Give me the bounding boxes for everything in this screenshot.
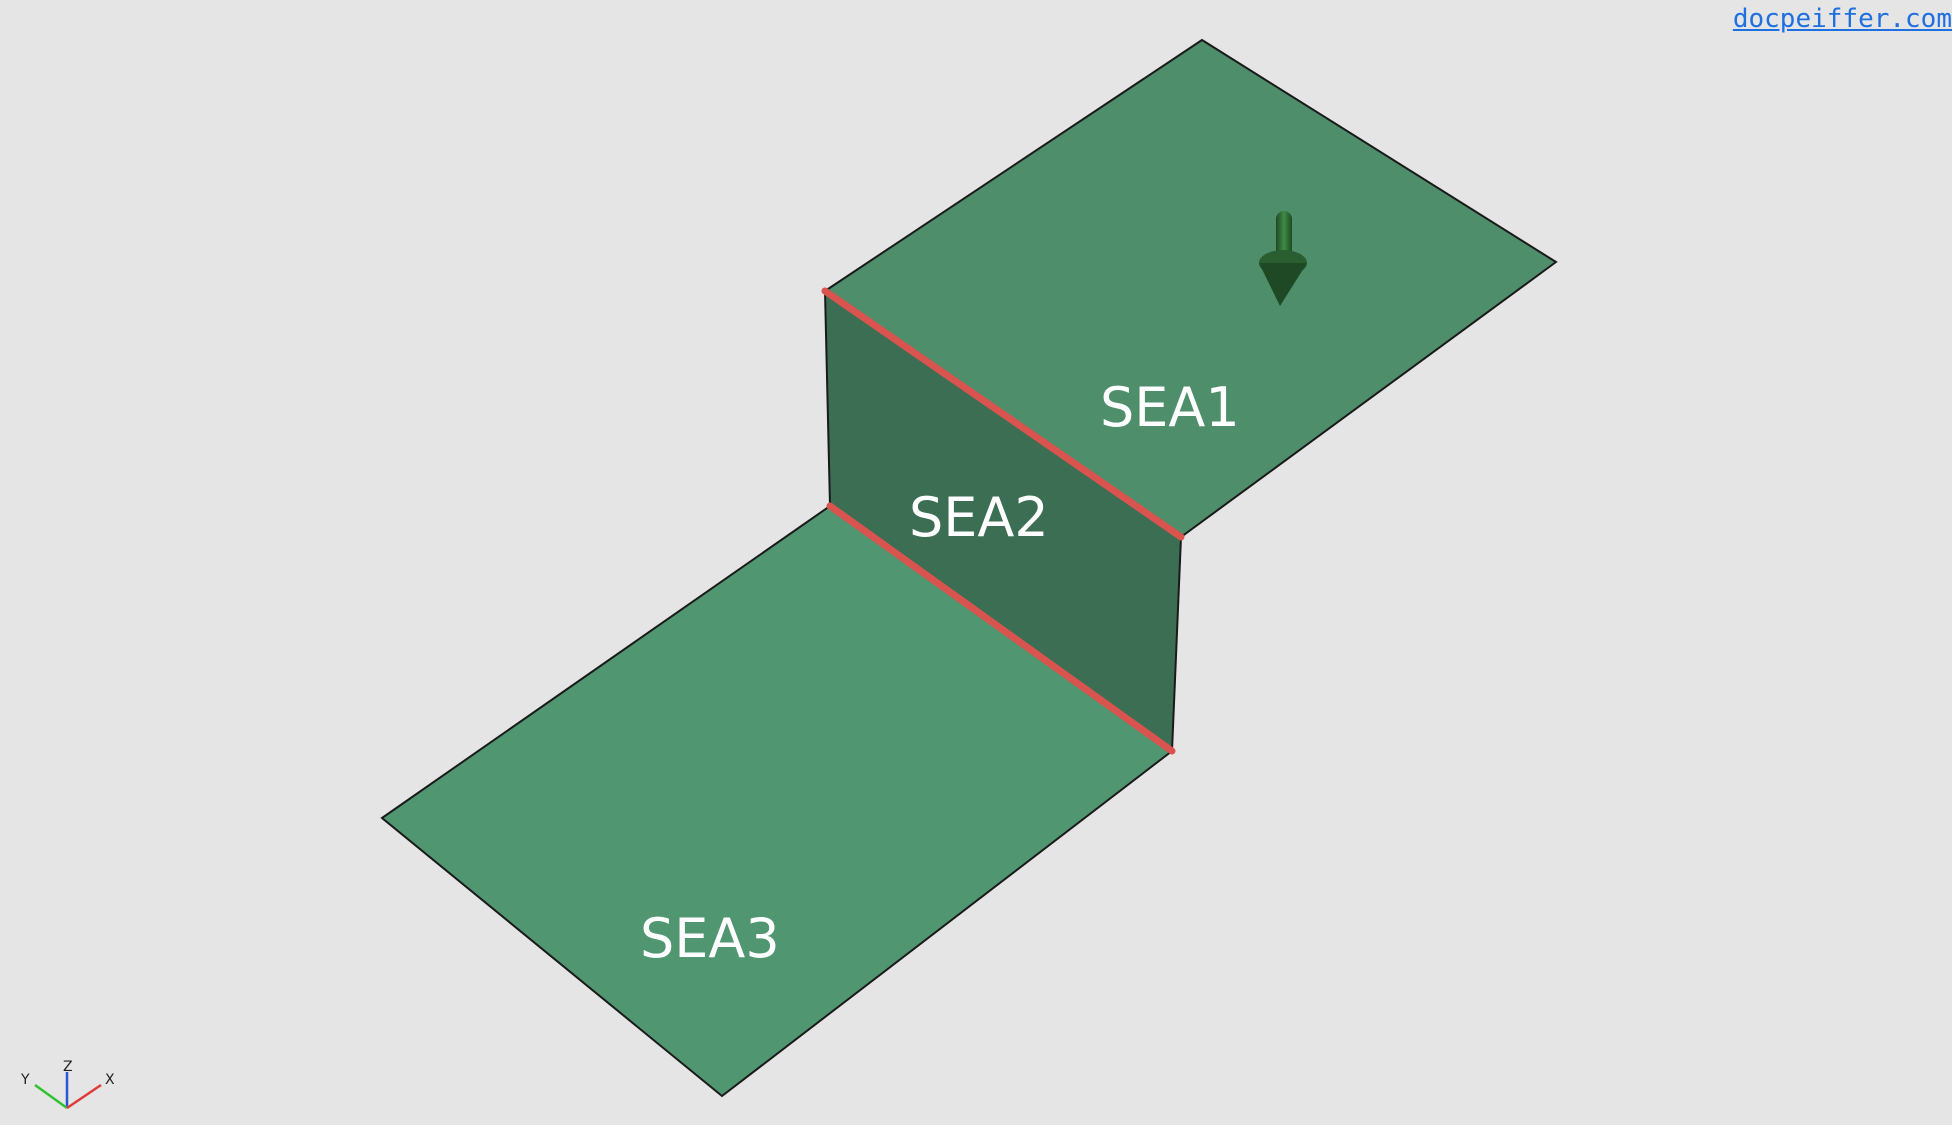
- load-arrow-icon: [1259, 211, 1307, 306]
- watermark-link[interactable]: docpeiffer.com: [1732, 4, 1952, 34]
- axis-z-label: Z: [63, 1059, 73, 1075]
- panel-label-sea2: SEA2: [909, 486, 1049, 549]
- axis-y-label: Y: [20, 1072, 30, 1088]
- axis-x-line: [66, 1083, 102, 1110]
- panel-label-sea3: SEA3: [640, 907, 780, 970]
- junction-line-sea1-sea2: [821, 287, 1185, 541]
- axis-triad: Z Y X: [20, 1059, 115, 1110]
- panel-label-sea1: SEA1: [1100, 376, 1240, 439]
- axis-x-label: X: [105, 1072, 115, 1088]
- axis-y-line: [34, 1083, 68, 1110]
- junction-line-sea2-sea3: [826, 502, 1176, 755]
